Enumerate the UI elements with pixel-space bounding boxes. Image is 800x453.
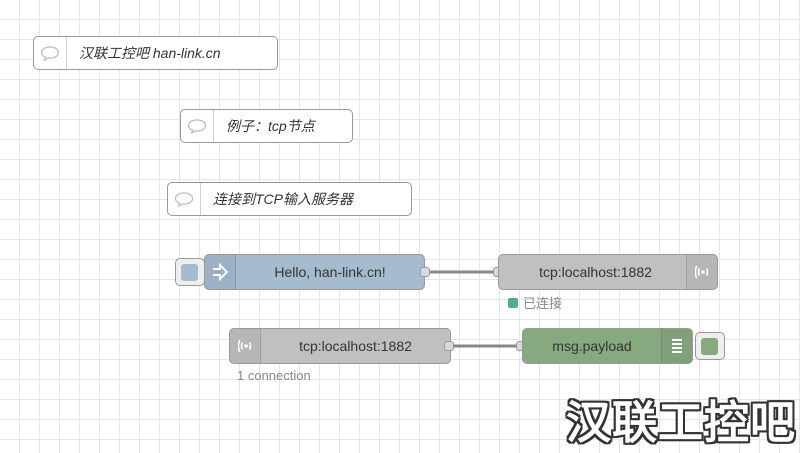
comment-icon (181, 110, 214, 142)
comment-node[interactable]: 汉联工控吧 han-link.cn (33, 36, 278, 70)
inject-trigger-button[interactable] (175, 258, 205, 286)
comment-label: 连接到TCP输入服务器 (213, 191, 353, 207)
wireless-icon (686, 255, 717, 289)
tcp-out-node-label: tcp:localhost:1882 (539, 264, 652, 280)
inject-node[interactable]: Hello, han-link.cn! (204, 254, 425, 290)
comment-icon (34, 37, 67, 69)
tcp-in-status-text: 1 connection (237, 368, 311, 383)
inject-node-label: Hello, han-link.cn! (274, 264, 386, 280)
arrow-in-icon (205, 255, 236, 289)
comment-node[interactable]: 连接到TCP输入服务器 (167, 182, 412, 216)
list-icon (661, 329, 692, 363)
tcp-in-node-label: tcp:localhost:1882 (299, 338, 412, 354)
comment-icon (168, 183, 201, 215)
wireless-icon (230, 329, 261, 363)
watermark: 汉联工控吧 (565, 396, 796, 449)
comment-node[interactable]: 例子：tcp节点 (180, 109, 353, 143)
debug-node-label: msg.payload (552, 338, 632, 354)
tcp-out-node[interactable]: tcp:localhost:1882 (498, 254, 718, 290)
tcp-in-status: 1 connection (237, 368, 311, 383)
status-dot-icon (508, 297, 518, 308)
tcp-out-status: 已连接 (508, 293, 562, 312)
tcp-in-node[interactable]: tcp:localhost:1882 (229, 328, 451, 364)
debug-toggle-button[interactable] (695, 332, 725, 360)
tcp-out-status-text: 已连接 (523, 296, 563, 311)
debug-node[interactable]: msg.payload (522, 328, 693, 364)
debug-toggle-square (701, 338, 718, 355)
tcp-in-output-port[interactable] (444, 341, 454, 351)
inject-trigger-square (181, 264, 198, 281)
comment-label: 例子：tcp节点 (226, 118, 315, 134)
comment-label: 汉联工控吧 han-link.cn (79, 45, 221, 61)
inject-output-port[interactable] (420, 267, 430, 277)
